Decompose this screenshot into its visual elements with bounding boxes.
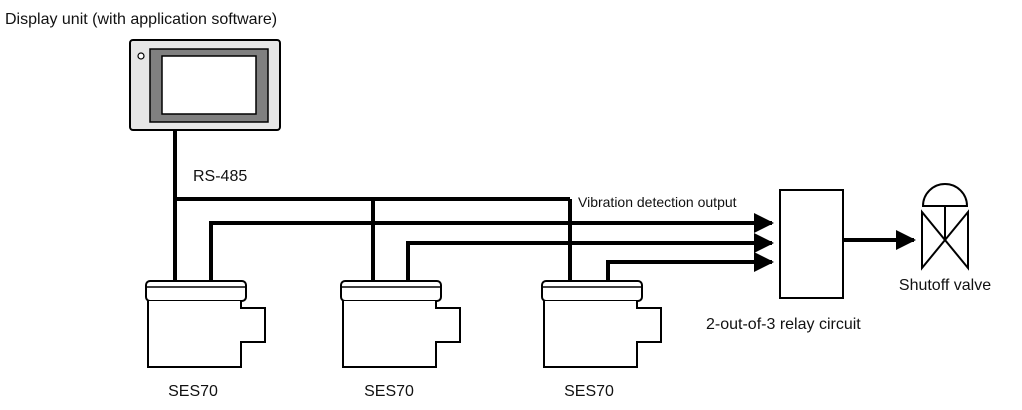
sensor-3: SES70 (541, 280, 662, 400)
power-led-icon (137, 52, 145, 60)
sensor-2: SES70 (340, 280, 461, 400)
sensor-2-body (342, 301, 461, 368)
sensor-2-cap (340, 280, 442, 302)
output-arrow-1 (209, 213, 774, 286)
display-unit (129, 39, 281, 131)
valve-body (921, 209, 969, 271)
relay-circuit-box (779, 189, 844, 299)
valve-actuator (921, 183, 969, 207)
shutoff-valve-label: Shutoff valve (899, 277, 991, 294)
output-arrow-2 (406, 233, 774, 286)
sensor-3-cap (541, 280, 643, 302)
sensor-1-label: SES70 (168, 383, 218, 400)
shutoff-valve-icon (921, 183, 969, 271)
sensor-3-label: SES70 (564, 383, 614, 400)
vibration-outputs (209, 213, 774, 286)
vibration-output-label: Vibration detection output (578, 194, 737, 210)
rs485-label: RS-485 (193, 168, 247, 185)
display-screen (161, 55, 257, 115)
rs485-bus (173, 130, 572, 286)
sensor-2-label: SES70 (364, 383, 414, 400)
sensor-3-body (543, 301, 662, 368)
sensor-1: SES70 (145, 280, 266, 400)
sensor-1-body (147, 301, 266, 368)
output-arrow-3 (606, 252, 774, 286)
sensor-1-cap (145, 280, 247, 302)
display-unit-title: Display unit (with application software) (5, 11, 277, 28)
relay-circuit-label: 2-out-of-3 relay circuit (706, 316, 861, 333)
